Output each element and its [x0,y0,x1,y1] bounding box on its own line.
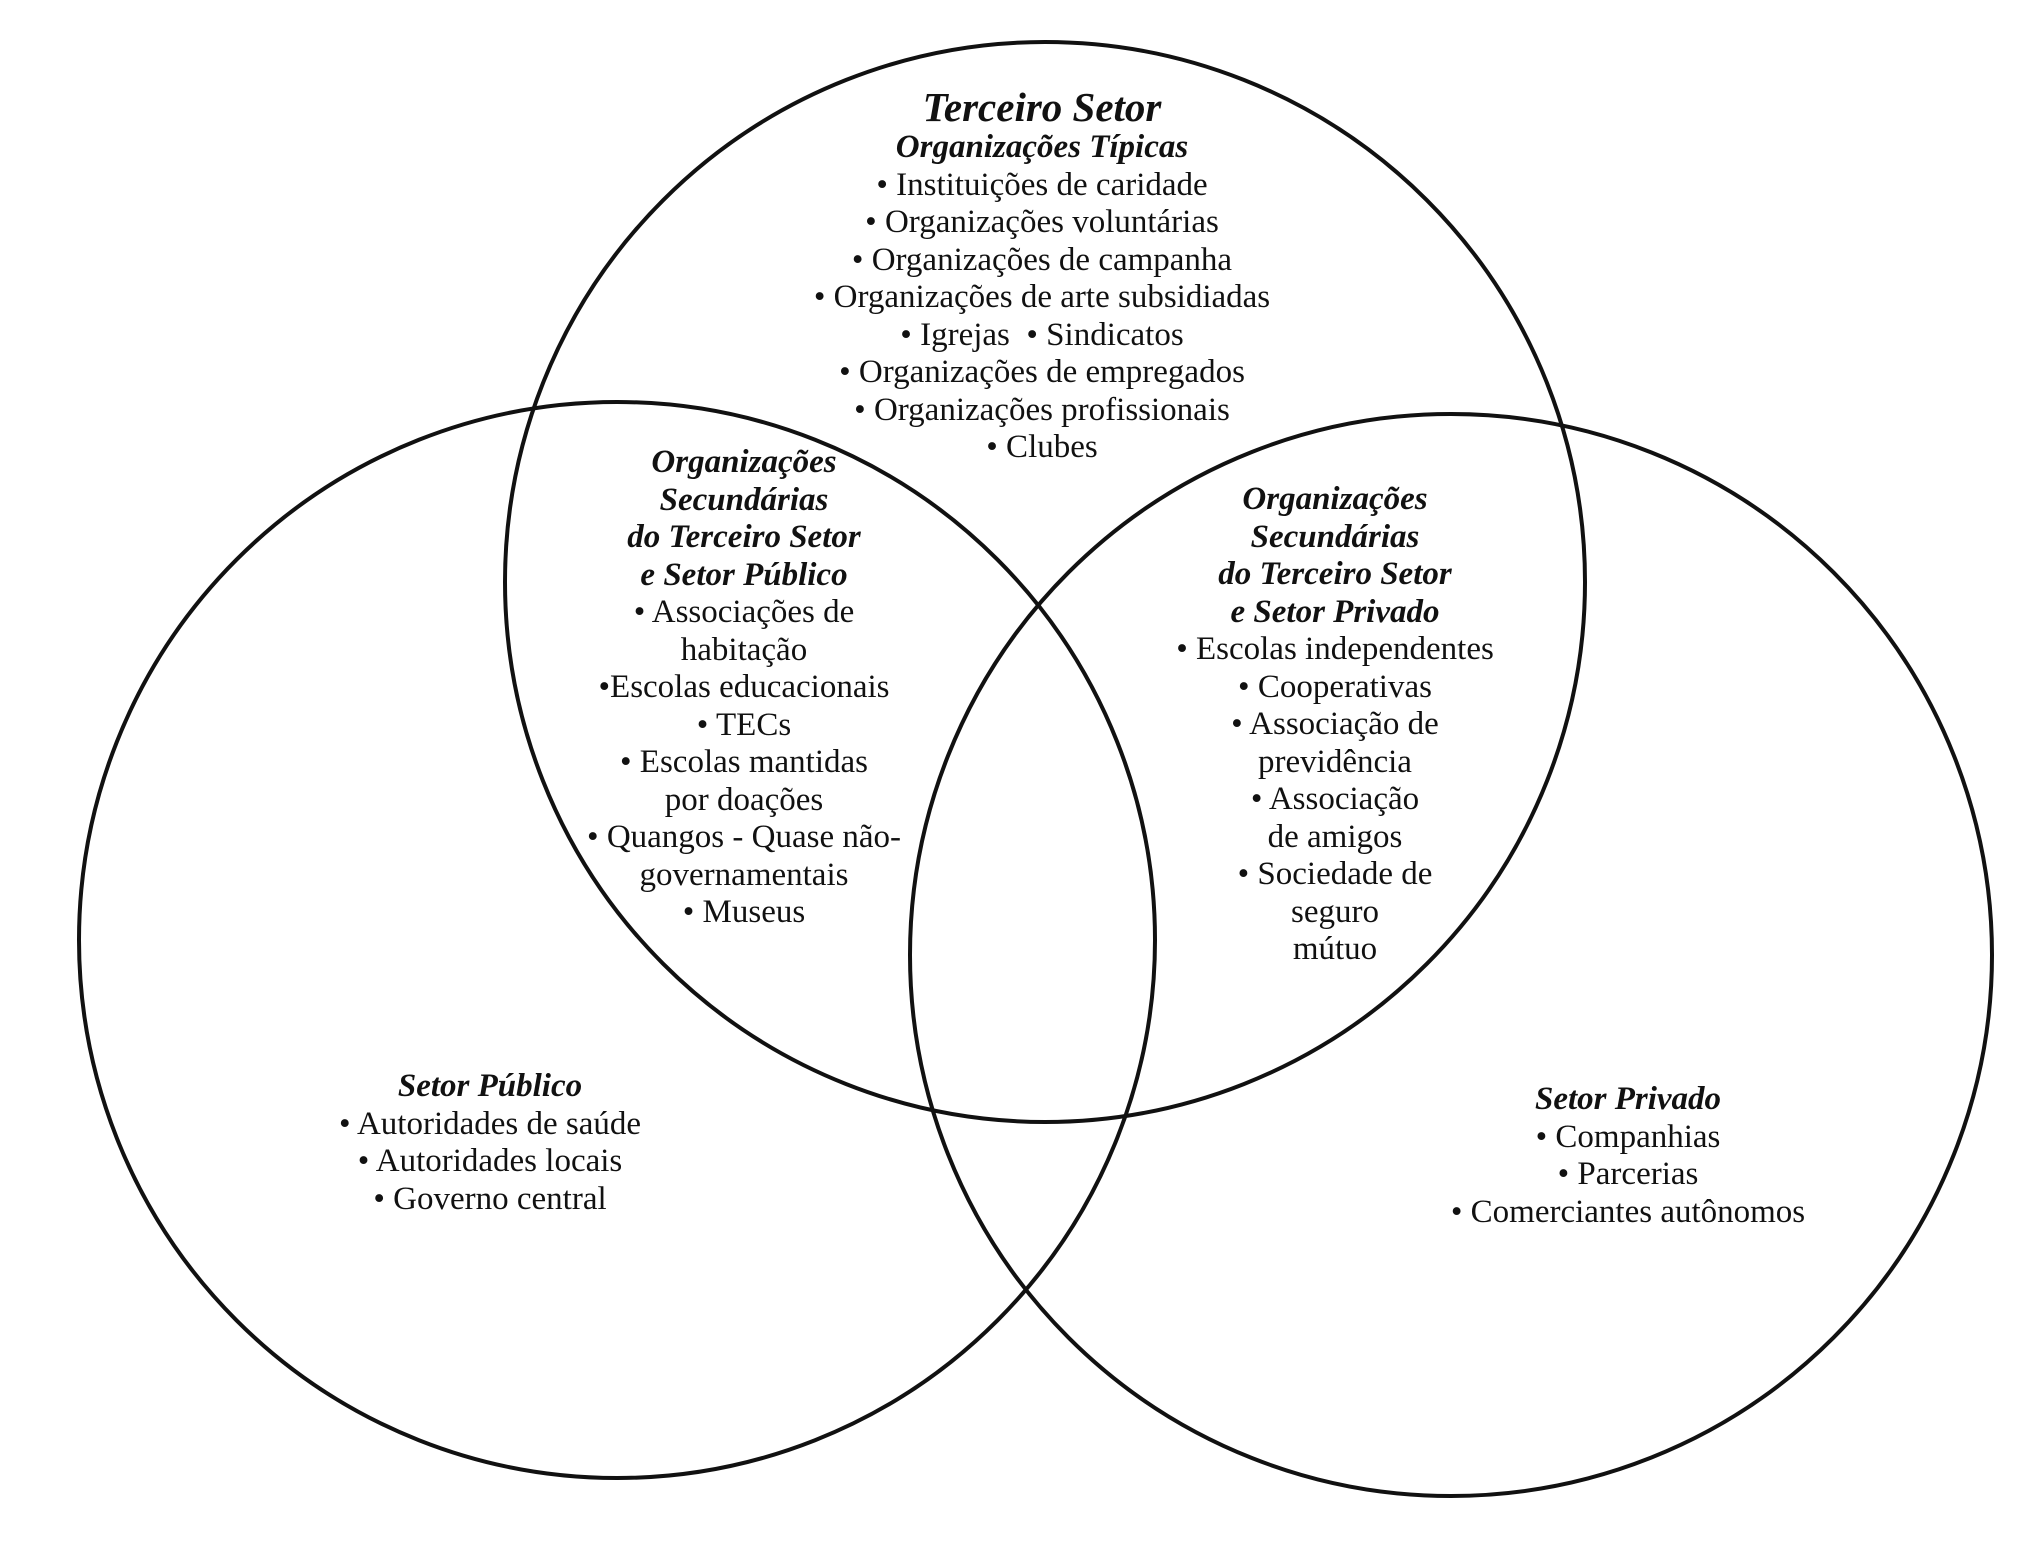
list-item: • TECs [696,706,792,743]
list-item: • Instituições de caridade [876,166,1208,203]
list-item: • Autoridades de saúde [338,1105,642,1142]
list-item: • Organizações de campanha [851,241,1233,278]
circle-third-sector [503,40,1587,1124]
list-item: de amigos [1267,818,1403,855]
list-item: • Governo central [373,1180,607,1217]
list-item: • Sociedade de [1237,856,1433,892]
list-item: •Escolas educacionais [598,669,890,705]
list-item: • Autoridades locais [357,1143,623,1179]
third-sector-subtitle: Organizações Típicas [895,129,1189,165]
private-sector-title: Setor Privado [1534,1081,1722,1117]
list-item: • Museus [682,894,806,930]
list-item: • Comerciantes autônomos [1450,1193,1806,1230]
list-item: • Parcerias [1557,1156,1699,1192]
list-item: • Escolas mantidas [620,744,868,780]
list-item: • Organizações de arte subsidiadas [813,279,1271,315]
list-item: • Quangos - Quase não- [587,819,901,855]
overlap-heading-line: do Terceiro Setor [627,519,861,555]
list-item: • Associação de [1231,706,1439,742]
third-private-overlap-block: Organizações Secundárias do Terceiro Set… [1176,481,1494,969]
list-item: • Cooperativas [1238,668,1432,705]
list-item: seguro [1291,893,1379,930]
list-item: • Associações de [633,594,855,630]
third-public-overlap-block: Organizações Secundárias do Terceiro Set… [587,444,901,932]
list-item: • Organizações profissionais [854,391,1230,428]
list-item: habitação [680,631,808,668]
overlap-heading-line: Organizações [651,444,837,480]
list-item: governamentais [639,856,849,893]
public-sector-title: Setor Público [397,1068,583,1104]
overlap-heading-line: Secundárias [659,481,829,518]
list-item: • Clubes [986,429,1098,465]
list-item: • Escolas independentes [1176,631,1494,667]
third-sector-block: Terceiro Setor Organizações Típicas • In… [814,86,1270,467]
list-item: previdência [1258,743,1412,780]
list-item: • Organizações voluntárias [865,204,1219,240]
circle-public-sector [77,400,1157,1480]
list-item: por doações [664,781,824,818]
overlap-heading-line: e Setor Privado [1230,593,1440,630]
list-item: • Igrejas • Sindicatos [900,316,1184,353]
circle-private-sector [908,412,1994,1498]
third-sector-title: Terceiro Setor [922,84,1162,130]
overlap-heading-line: e Setor Público [640,556,848,593]
list-item: • Organizações de empregados [839,354,1245,390]
list-item: • Associação [1250,781,1420,817]
overlap-heading-line: Secundárias [1250,518,1420,555]
public-sector-block: Setor Público • Autoridades de saúde • A… [339,1068,641,1218]
overlap-heading-line: Organizações [1242,481,1428,517]
list-item: mútuo [1292,931,1378,967]
list-item: • Companhias [1535,1118,1721,1155]
private-sector-block: Setor Privado • Companhias • Parcerias •… [1451,1081,1805,1231]
overlap-heading-line: do Terceiro Setor [1218,556,1452,592]
